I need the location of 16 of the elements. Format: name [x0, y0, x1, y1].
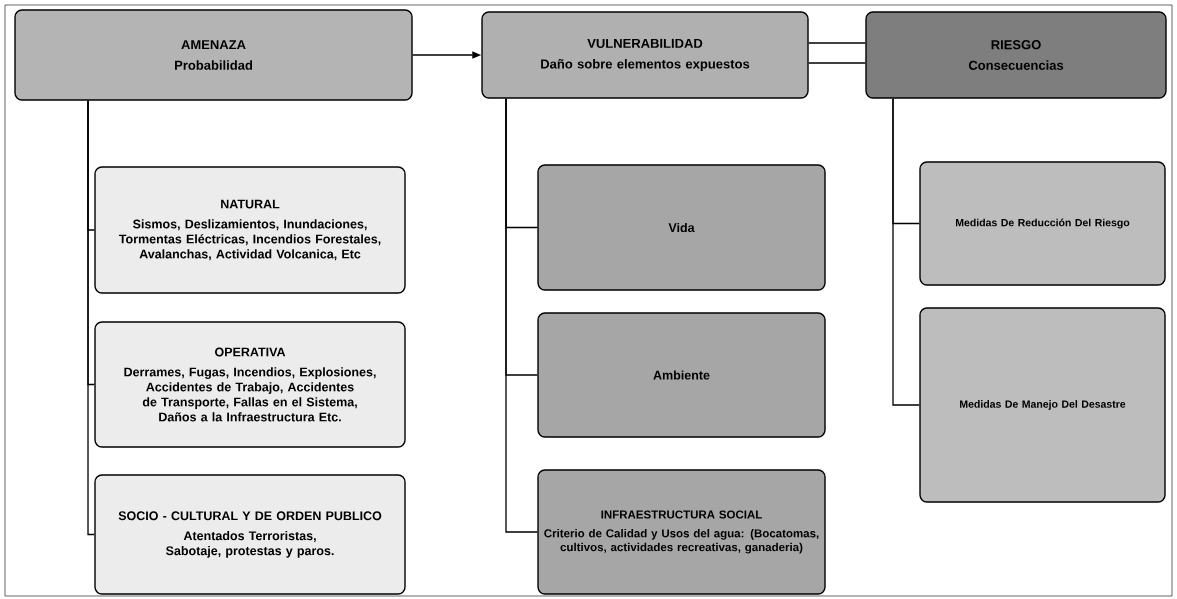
category-box: OPERATIVA Derrames, Fugas, Incendios, Explosiones, Accidentes de Trabajo, Accidentes de Transporte, Fallas en el Sistema, Daños a la Infraestructura Etc.	[94, 321, 406, 448]
header-box: AMENAZA Probabilidad	[14, 9, 413, 101]
connector	[808, 62, 866, 64]
item-box: Ambiente	[537, 312, 826, 438]
item-box: Medidas De Reducción Del Riesgo	[919, 161, 1166, 286]
connector	[505, 98, 538, 533]
connector	[87, 100, 95, 536]
item-box: Medidas De Manejo Del Desastre	[919, 307, 1166, 503]
category-box: NATURAL Sismos, Deslizamientos, Inundaciones, Tormentas Eléctricas, Incendios Forestales, Avalanchas, Actividad Volcanica, Etc	[94, 166, 406, 294]
item-box: Vida	[537, 164, 826, 291]
header-box: RIESGO Consecuencias	[865, 11, 1167, 99]
connector	[892, 98, 920, 406]
category-box: INFRAESTRUCTURA SOCIAL Criterio de Calidad y Usos del agua: (Bocatomas, cultivos, actividades recreativas, ganaderia)	[537, 469, 826, 595]
category-box: SOCIO - CULTURAL Y DE ORDEN PUBLICO Atentados Terroristas, Sabotaje, protestas y paros.	[94, 474, 406, 595]
connector	[808, 42, 866, 44]
header-box: VULNERABILIDAD Daño sobre elementos expuestos	[481, 11, 809, 99]
